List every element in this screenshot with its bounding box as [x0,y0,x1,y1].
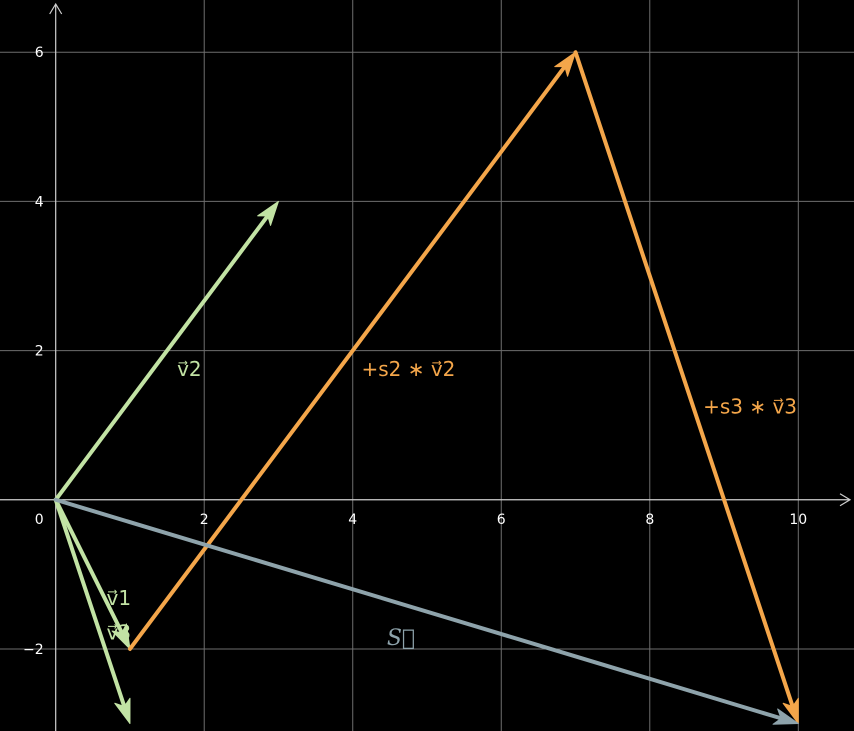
vector-s3v3 [573,50,799,725]
tick-labels: 2 4 6 8 10 −2 2 4 6 0 [23,45,807,658]
vector-s2v2 [127,51,577,651]
vector-label-s2v2: +s2 ∗ v⃗2 [361,357,455,381]
vector-arrowhead-s2v2 [554,51,577,77]
vector-shaft-v1 [53,497,124,634]
vector-label-v3: v⃗3 [107,621,132,645]
x-tick-label: 2 [200,512,209,528]
vector-arrowhead-v3 [114,697,131,725]
x-tick-label: 10 [789,512,807,528]
y-axis-arrow [49,2,63,15]
vector-shaft-S [53,497,782,720]
vectors [53,50,799,725]
x-tick-label: 4 [348,512,357,528]
y-tick-label: 2 [35,344,44,360]
vector-label-S: S⃗ [387,626,415,651]
vector-arrowhead-s3v3 [782,697,799,725]
vector-S [53,497,799,725]
y-tick-label: −2 [23,642,44,658]
vector-label-v1: v⃗1 [107,586,132,610]
vector-arrowhead-v1 [111,623,131,650]
y-tick-label: 4 [35,194,44,210]
vector-label-v2: v⃗2 [177,357,202,381]
vector-v3 [53,497,131,725]
x-tick-label: 8 [645,512,654,528]
vector-arrowhead-S [772,708,799,725]
vector-label-s3v3: +s3 ∗ v⃗3 [703,395,797,419]
vector-arrowhead-v2 [257,200,279,226]
origin-label: 0 [35,512,44,528]
vector-labels: v⃗1 v⃗2 v⃗3 +s2 ∗ v⃗2 +s3 ∗ v⃗3S⃗ [107,357,797,651]
x-axis-arrow [839,493,852,507]
vector-shaft-v3 [53,497,126,707]
vector-shaft-v2 [53,215,269,502]
x-tick-label: 6 [497,512,506,528]
vector-v1 [53,497,131,650]
vector-shaft-s2v2 [127,66,566,651]
vector-v2 [53,200,279,502]
y-tick-label: 6 [35,45,44,61]
vector-shaft-s3v3 [573,50,795,707]
